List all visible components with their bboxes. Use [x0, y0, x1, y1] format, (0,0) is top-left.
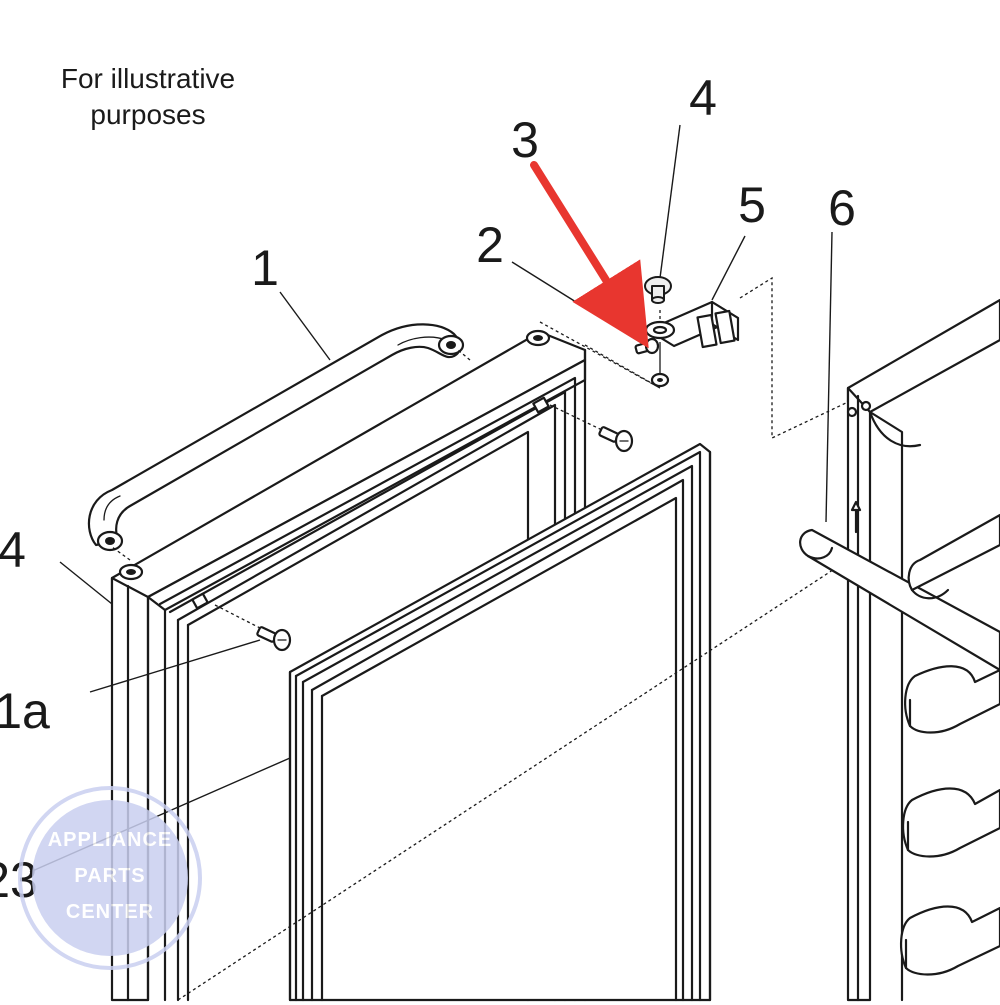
- support-rail: [799, 500, 1000, 672]
- hinge-bushing: [650, 372, 670, 388]
- watermark-line2: PARTS: [74, 865, 145, 887]
- door-gasket: [288, 442, 712, 1002]
- leader-5: [711, 235, 746, 301]
- screw-1a-left: [256, 626, 292, 652]
- shelf-bracket-3: [902, 787, 1000, 858]
- highlight-arrow: [530, 161, 649, 349]
- door-handle: [87, 323, 471, 561]
- callout-4-top: 4: [689, 70, 717, 126]
- cabinet-body: [177, 276, 1000, 1002]
- leader-1a: [89, 639, 261, 693]
- watermark-line1: APPLIANCE: [48, 829, 173, 851]
- callout-5: 5: [738, 177, 766, 233]
- callout-1a: 1a: [0, 683, 50, 739]
- leader-4-left: [59, 561, 113, 605]
- appliance-parts-center-watermark: APPLIANCE PARTS CENTER: [18, 786, 202, 970]
- leader-6: [825, 231, 833, 523]
- callout-4-left: 4: [0, 522, 26, 578]
- illustrative-note-line1: For illustrative: [61, 63, 235, 94]
- shelf-bracket-2: [904, 665, 1000, 734]
- door-mount-hole-left: [118, 563, 144, 581]
- door-mount-hole-right: [525, 329, 551, 347]
- leader-4-top: [659, 124, 681, 279]
- hinge-assembly: [539, 276, 740, 390]
- callout-3: 3: [511, 112, 539, 168]
- illustrative-note-line2: purposes: [90, 99, 205, 130]
- callout-1: 1: [251, 240, 279, 296]
- shelf-bracket-1: [907, 513, 1000, 600]
- screw-1a-right: [598, 426, 634, 453]
- callout-2: 2: [476, 217, 504, 273]
- callout-6: 6: [828, 180, 856, 236]
- shelf-bracket-4: [900, 905, 1000, 976]
- watermark-line3: CENTER: [66, 901, 154, 923]
- hinge-pin: [644, 276, 672, 304]
- leader-1: [279, 291, 331, 361]
